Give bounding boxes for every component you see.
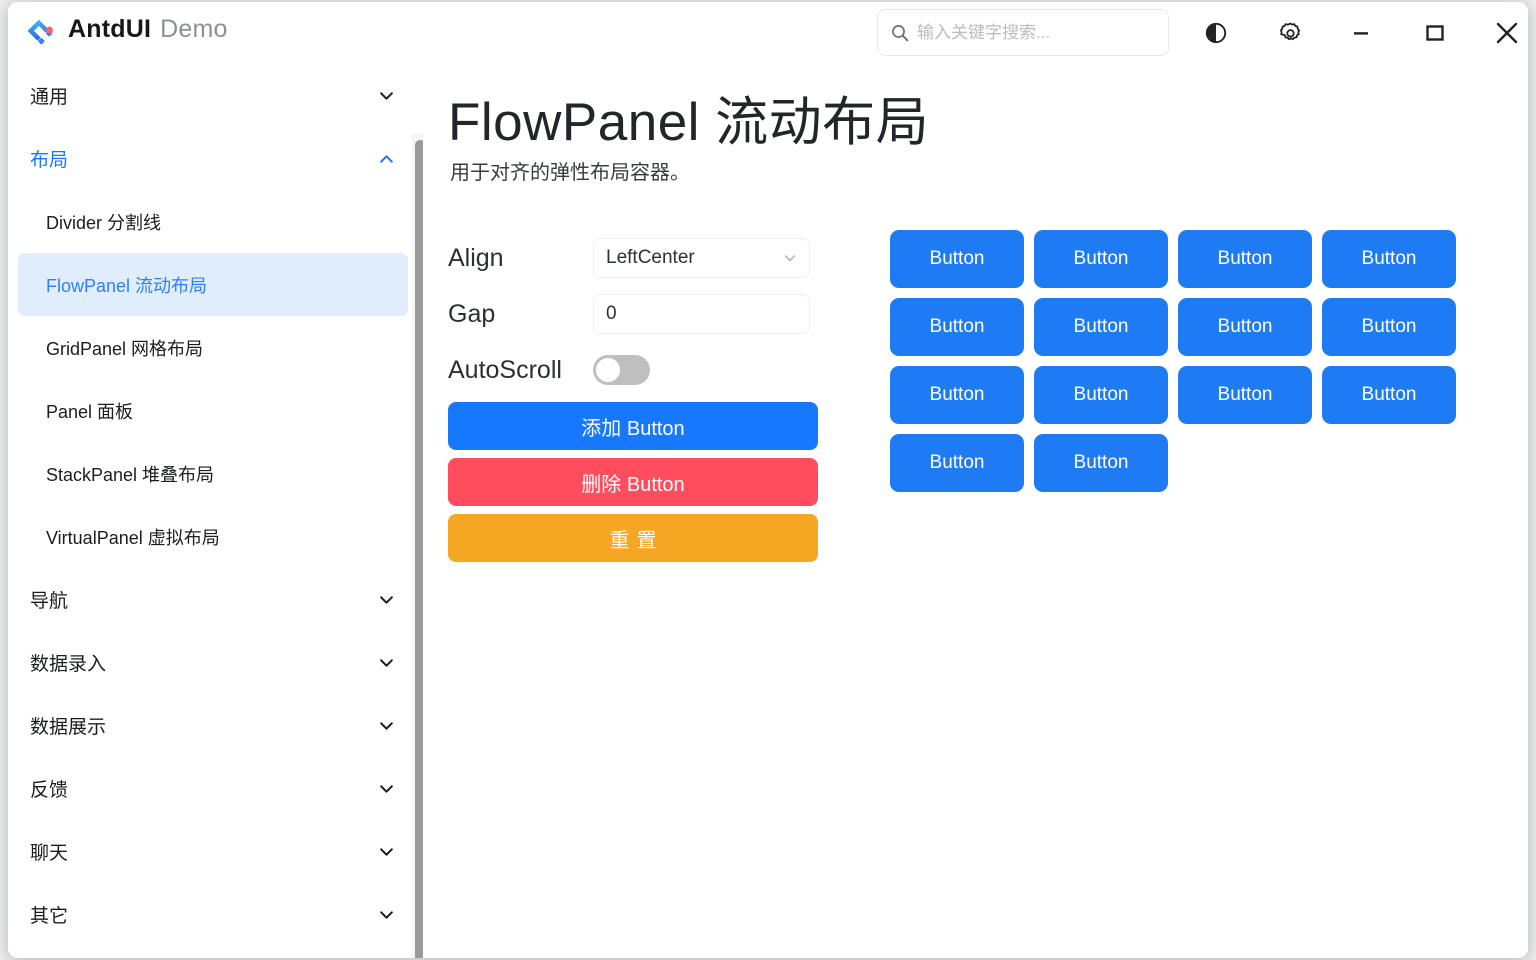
chevron-down-icon	[380, 658, 393, 667]
maximize-button[interactable]	[1415, 13, 1455, 53]
sidebar-group-5[interactable]: 反馈	[8, 757, 423, 820]
page-title: FlowPanel 流动布局	[448, 93, 930, 152]
sidebar-item-1-0[interactable]: Divider 分割线	[18, 190, 408, 253]
flow-button-9[interactable]: Button	[1034, 366, 1168, 424]
autoscroll-label: AutoScroll	[448, 355, 562, 384]
sidebar-group-2[interactable]: 导航	[8, 568, 423, 631]
gap-row: Gap	[448, 290, 818, 338]
app-brand: AntdUI Demo	[68, 15, 228, 44]
chevron-up-icon	[380, 154, 393, 163]
sidebar-group-0[interactable]: 通用	[8, 64, 423, 127]
flow-button-11[interactable]: Button	[1322, 366, 1456, 424]
chevron-down-icon	[380, 847, 393, 856]
gap-label: Gap	[448, 299, 496, 328]
sidebar-group-label: 数据录入	[30, 654, 107, 675]
flow-button-2[interactable]: Button	[1178, 230, 1312, 288]
gap-field[interactable]	[593, 294, 810, 334]
search-icon	[892, 24, 909, 41]
flow-button-3[interactable]: Button	[1322, 230, 1456, 288]
close-button[interactable]	[1487, 13, 1527, 53]
flow-button-10[interactable]: Button	[1178, 366, 1312, 424]
sidebar-group-label: 数据展示	[30, 717, 107, 738]
sidebar-item-1-4[interactable]: StackPanel 堆叠布局	[18, 442, 408, 505]
autoscroll-toggle-knob	[596, 358, 620, 382]
flow-button-1[interactable]: Button	[1034, 230, 1168, 288]
title-bar: AntdUI Demo	[8, 2, 1528, 64]
sidebar-group-label: 布局	[30, 150, 69, 171]
sidebar-group-3[interactable]: 数据录入	[8, 631, 423, 694]
chevron-down-icon	[784, 255, 796, 262]
sidebar-navigation[interactable]: 通用布局 Divider 分割线 FlowPanel 流动布局 GridPanel 网…	[8, 64, 423, 958]
minimize-icon	[1354, 32, 1368, 35]
sidebar-item-label: VirtualPanel 虚拟布局	[46, 527, 220, 548]
align-label: Align	[448, 243, 504, 272]
delete-button-action[interactable]: 删除 Button	[448, 458, 818, 506]
brand-name: AntdUI	[68, 15, 152, 43]
theme-contrast-icon	[1205, 22, 1227, 44]
main-content: FlowPanel 流动布局 用于对齐的弹性布局容器。 Align LeftCe…	[428, 64, 1528, 958]
autoscroll-row: AutoScroll	[448, 346, 818, 394]
search-box[interactable]	[877, 9, 1169, 56]
flow-button-8[interactable]: Button	[890, 366, 1024, 424]
sidebar-group-label: 其它	[30, 906, 69, 927]
sidebar-item-label: GridPanel 网格布局	[46, 338, 204, 359]
flow-button-0[interactable]: Button	[890, 230, 1024, 288]
chevron-down-icon	[380, 91, 393, 100]
maximize-icon	[1426, 25, 1444, 41]
sidebar-group-4[interactable]: 数据展示	[8, 694, 423, 757]
flow-button-6[interactable]: Button	[1178, 298, 1312, 356]
chevron-down-icon	[380, 784, 393, 793]
page-subtitle: 用于对齐的弹性布局容器。	[450, 162, 690, 184]
sidebar-group-label: 聊天	[30, 843, 69, 864]
flow-button-13[interactable]: Button	[1034, 434, 1168, 492]
align-row: Align LeftCenter	[448, 234, 818, 282]
chevron-down-icon	[380, 595, 393, 604]
sidebar-group-label: 反馈	[30, 780, 69, 801]
sidebar-item-label: Divider 分割线	[46, 212, 162, 233]
sidebar-item-label: FlowPanel 流动布局	[46, 275, 208, 296]
sidebar-item-1-5[interactable]: VirtualPanel 虚拟布局	[18, 505, 408, 568]
sidebar-scrollbar-thumb[interactable]	[415, 140, 423, 958]
align-select-value: LeftCenter	[606, 247, 695, 268]
sidebar-group-1[interactable]: 布局	[8, 127, 423, 190]
antdui-logo-icon	[22, 14, 60, 52]
search-input[interactable]	[917, 22, 1147, 43]
sidebar-group-7[interactable]: 其它	[8, 883, 423, 946]
align-select[interactable]: LeftCenter	[593, 238, 810, 278]
flow-button-12[interactable]: Button	[890, 434, 1024, 492]
flow-button-5[interactable]: Button	[1034, 298, 1168, 356]
sidebar-group-6[interactable]: 聊天	[8, 820, 423, 883]
sidebar-group-label: 通用	[30, 87, 69, 108]
sidebar-group-label: 导航	[30, 591, 69, 612]
sidebar-item-1-1[interactable]: FlowPanel 流动布局	[18, 253, 408, 316]
sidebar-item-1-2[interactable]: GridPanel 网格布局	[18, 316, 408, 379]
sidebar-item-1-3[interactable]: Panel 面板	[18, 379, 408, 442]
add-button-action[interactable]: 添加 Button	[448, 402, 818, 450]
minimize-button[interactable]	[1341, 13, 1381, 53]
sidebar-item-label: StackPanel 堆叠布局	[46, 464, 215, 485]
sidebar-list: 通用布局 Divider 分割线 FlowPanel 流动布局 GridPanel 网…	[8, 64, 423, 946]
chevron-down-icon	[380, 910, 393, 919]
settings-button[interactable]	[1270, 13, 1310, 53]
flow-button-7[interactable]: Button	[1322, 298, 1456, 356]
reset-button-action[interactable]: 重置	[448, 514, 818, 562]
gap-input[interactable]	[606, 303, 797, 325]
gear-icon	[1279, 22, 1300, 40]
autoscroll-toggle[interactable]	[593, 355, 650, 385]
brand-suffix: Demo	[160, 15, 228, 43]
chevron-down-icon	[380, 721, 393, 730]
sidebar-item-label: Panel 面板	[46, 401, 134, 422]
flow-button-4[interactable]: Button	[890, 298, 1024, 356]
app-window: AntdUI Demo	[8, 2, 1528, 958]
theme-toggle-button[interactable]	[1196, 13, 1236, 53]
close-icon	[1496, 22, 1518, 44]
